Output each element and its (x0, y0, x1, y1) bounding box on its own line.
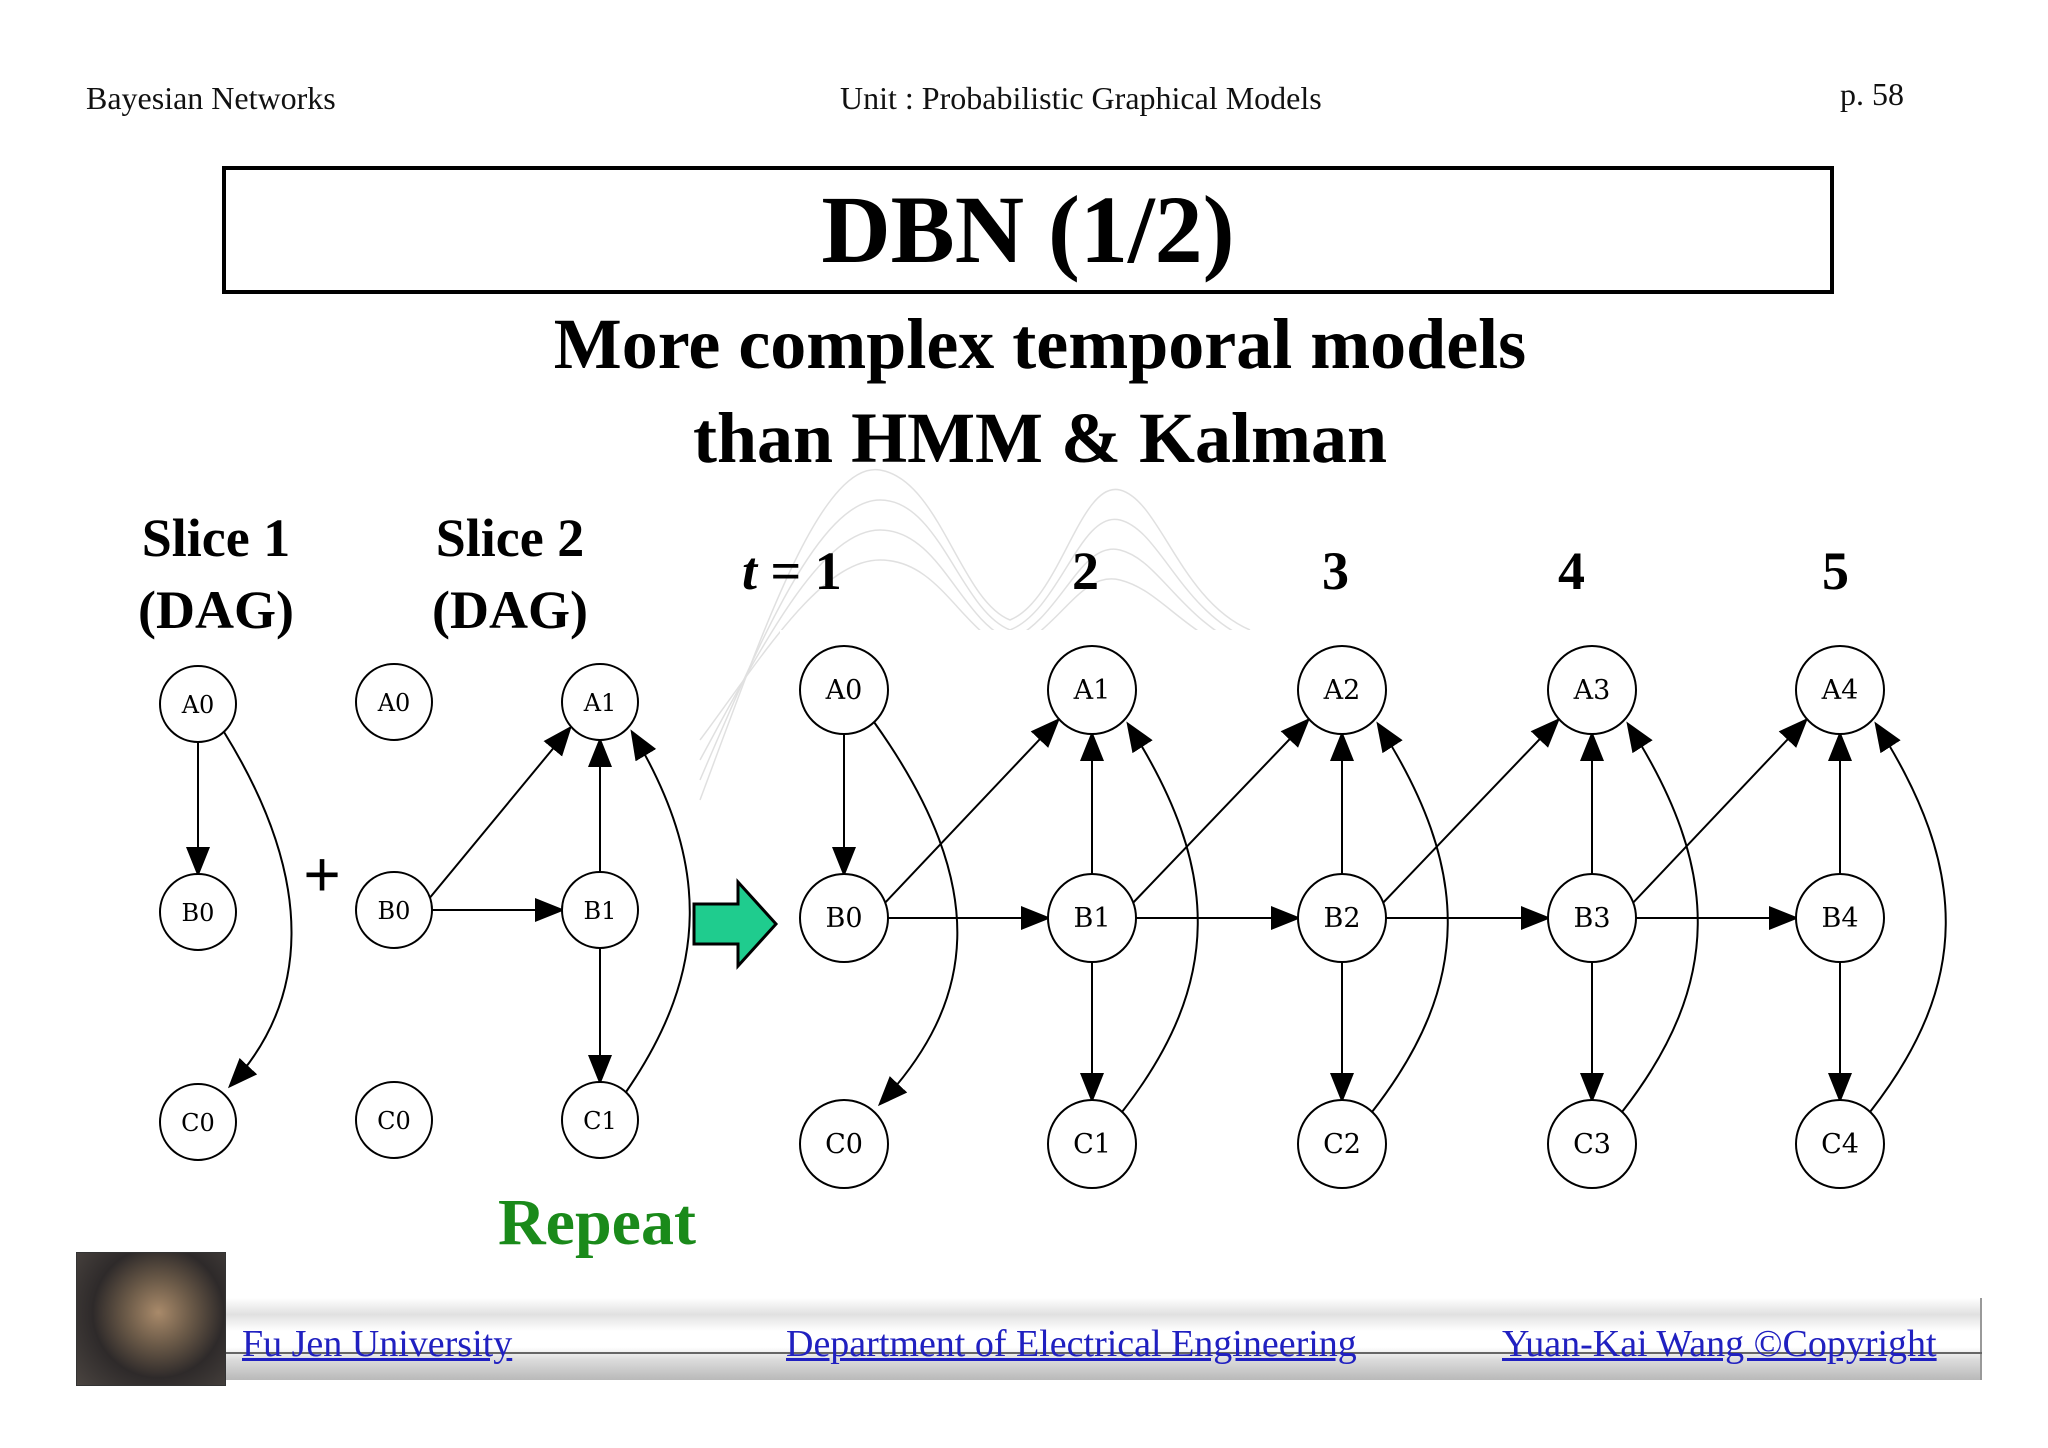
slice2-node-b0-label: B0 (378, 897, 411, 925)
repeat-arrow-icon (692, 878, 779, 970)
footer: Fu Jen University Department of Electric… (76, 1252, 1982, 1386)
slice1-line2: (DAG) (138, 580, 294, 640)
unrolled-node-c3: C3 (1547, 1099, 1637, 1189)
footer-divider (226, 1352, 1982, 1354)
footer-bar (226, 1298, 1982, 1380)
slice2-node-c1-label: C1 (583, 1107, 617, 1135)
slice1-node-c: C0 (159, 1083, 237, 1161)
footer-university-link[interactable]: Fu Jen University (242, 1323, 513, 1365)
time-label-2: 2 (1072, 541, 1099, 601)
unrolled-node-b0: B0 (799, 873, 889, 963)
unrolled-node-b1-label: B1 (1073, 903, 1110, 934)
university-logo (76, 1252, 226, 1386)
slice2-node-b1-label: B1 (584, 897, 617, 925)
edge-u-c3-a3 (1621, 721, 1699, 1113)
unrolled-node-a2-label: A2 (1323, 675, 1361, 706)
unrolled-node-b2-label: B2 (1323, 903, 1360, 934)
edge-u-b1-a2 (1129, 717, 1311, 907)
unrolled-node-b1: B1 (1047, 873, 1137, 963)
slice2-node-a0-label: A0 (377, 689, 411, 717)
unrolled-node-c1-label: C1 (1073, 1129, 1111, 1160)
slice2-node-c1: C1 (561, 1081, 639, 1159)
subtitle-line-2: than HMM & Kalman (693, 398, 1387, 478)
header-course: Bayesian Networks (86, 80, 336, 116)
unrolled-node-b4-label: B4 (1821, 903, 1858, 934)
edge-u-a0-c0 (873, 721, 959, 1107)
slice2-node-c0-label: C0 (377, 1107, 411, 1135)
edge-slice2-b0-a1 (427, 725, 572, 901)
unrolled-node-a4: A4 (1795, 645, 1885, 735)
unrolled-node-b3-label: B3 (1573, 903, 1610, 934)
title-box: DBN (1/2) (222, 166, 1834, 294)
unrolled-node-a0: A0 (799, 645, 889, 735)
slice2-node-a1: A1 (561, 663, 639, 741)
slice2-line1: Slice 2 (435, 508, 585, 568)
unrolled-node-a2: A2 (1297, 645, 1387, 735)
unrolled-node-b4: B4 (1795, 873, 1885, 963)
edge-slice2-c1-a1 (625, 729, 691, 1093)
unrolled-node-b0-label: B0 (825, 903, 862, 934)
slice1-node-a: A0 (159, 665, 237, 743)
edge-u-c4-a4 (1869, 721, 1947, 1113)
plus-sign: + (303, 838, 340, 910)
unrolled-node-a0-label: A0 (825, 675, 863, 706)
unrolled-node-a1: A1 (1047, 645, 1137, 735)
unrolled-node-c0-label: C0 (825, 1129, 863, 1160)
slide-title: DBN (1/2) (821, 176, 1235, 283)
slice2-node-b0: B0 (355, 871, 433, 949)
time-label-5: 5 (1822, 541, 1849, 601)
unrolled-node-c4: C4 (1795, 1099, 1885, 1189)
edge-u-b2-a3 (1379, 717, 1561, 907)
slice1-node-b: B0 (159, 873, 237, 951)
unrolled-node-a3-label: A3 (1573, 675, 1611, 706)
time-label-4: 4 (1558, 541, 1585, 601)
time-label-1: t = 1 (742, 541, 842, 601)
edge-u-c1-a1 (1121, 721, 1199, 1113)
slice1-node-c-label: C0 (181, 1109, 215, 1137)
time-label-3: 3 (1322, 541, 1349, 601)
slice2-label: Slice 2 (DAG) (420, 502, 600, 646)
footer-copyright-link[interactable]: Yuan-Kai Wang ©Copyright (1502, 1323, 1937, 1365)
edge-u-b3-a4 (1629, 717, 1809, 907)
unrolled-node-c1: C1 (1047, 1099, 1137, 1189)
unrolled-node-a1-label: A1 (1073, 675, 1111, 706)
edge-slice1-a-c (223, 731, 293, 1089)
repeat-label: Repeat (498, 1186, 696, 1259)
slice2-node-a0: A0 (355, 663, 433, 741)
subtitle-line-1: More complex temporal models (553, 304, 1527, 384)
slice1-node-b-label: B0 (182, 899, 215, 927)
header-unit: Unit : Probabilistic Graphical Models (840, 80, 1322, 116)
slice1-line1: Slice 1 (141, 508, 291, 568)
slice2-node-b1: B1 (561, 871, 639, 949)
footer-department-link[interactable]: Department of Electrical Engineering (786, 1323, 1357, 1365)
edge-u-c2-a2 (1371, 721, 1449, 1113)
unrolled-node-b2: B2 (1297, 873, 1387, 963)
slice2-line2: (DAG) (432, 580, 588, 640)
unrolled-node-c3-label: C3 (1573, 1129, 1611, 1160)
unrolled-node-c2: C2 (1297, 1099, 1387, 1189)
unrolled-node-a3: A3 (1547, 645, 1637, 735)
header-page-number: p. 58 (1840, 76, 1904, 112)
unrolled-node-c4-label: C4 (1821, 1129, 1859, 1160)
slice2-node-a1-label: A1 (583, 689, 617, 717)
slice1-node-a-label: A0 (181, 691, 215, 719)
unrolled-node-a4-label: A4 (1821, 675, 1859, 706)
unrolled-node-c0: C0 (799, 1099, 889, 1189)
slice2-node-c0: C0 (355, 1081, 433, 1159)
slice1-label: Slice 1 (DAG) (126, 502, 306, 646)
unrolled-node-b3: B3 (1547, 873, 1637, 963)
unrolled-node-c2-label: C2 (1323, 1129, 1361, 1160)
edge-u-b0-a1 (881, 717, 1061, 907)
